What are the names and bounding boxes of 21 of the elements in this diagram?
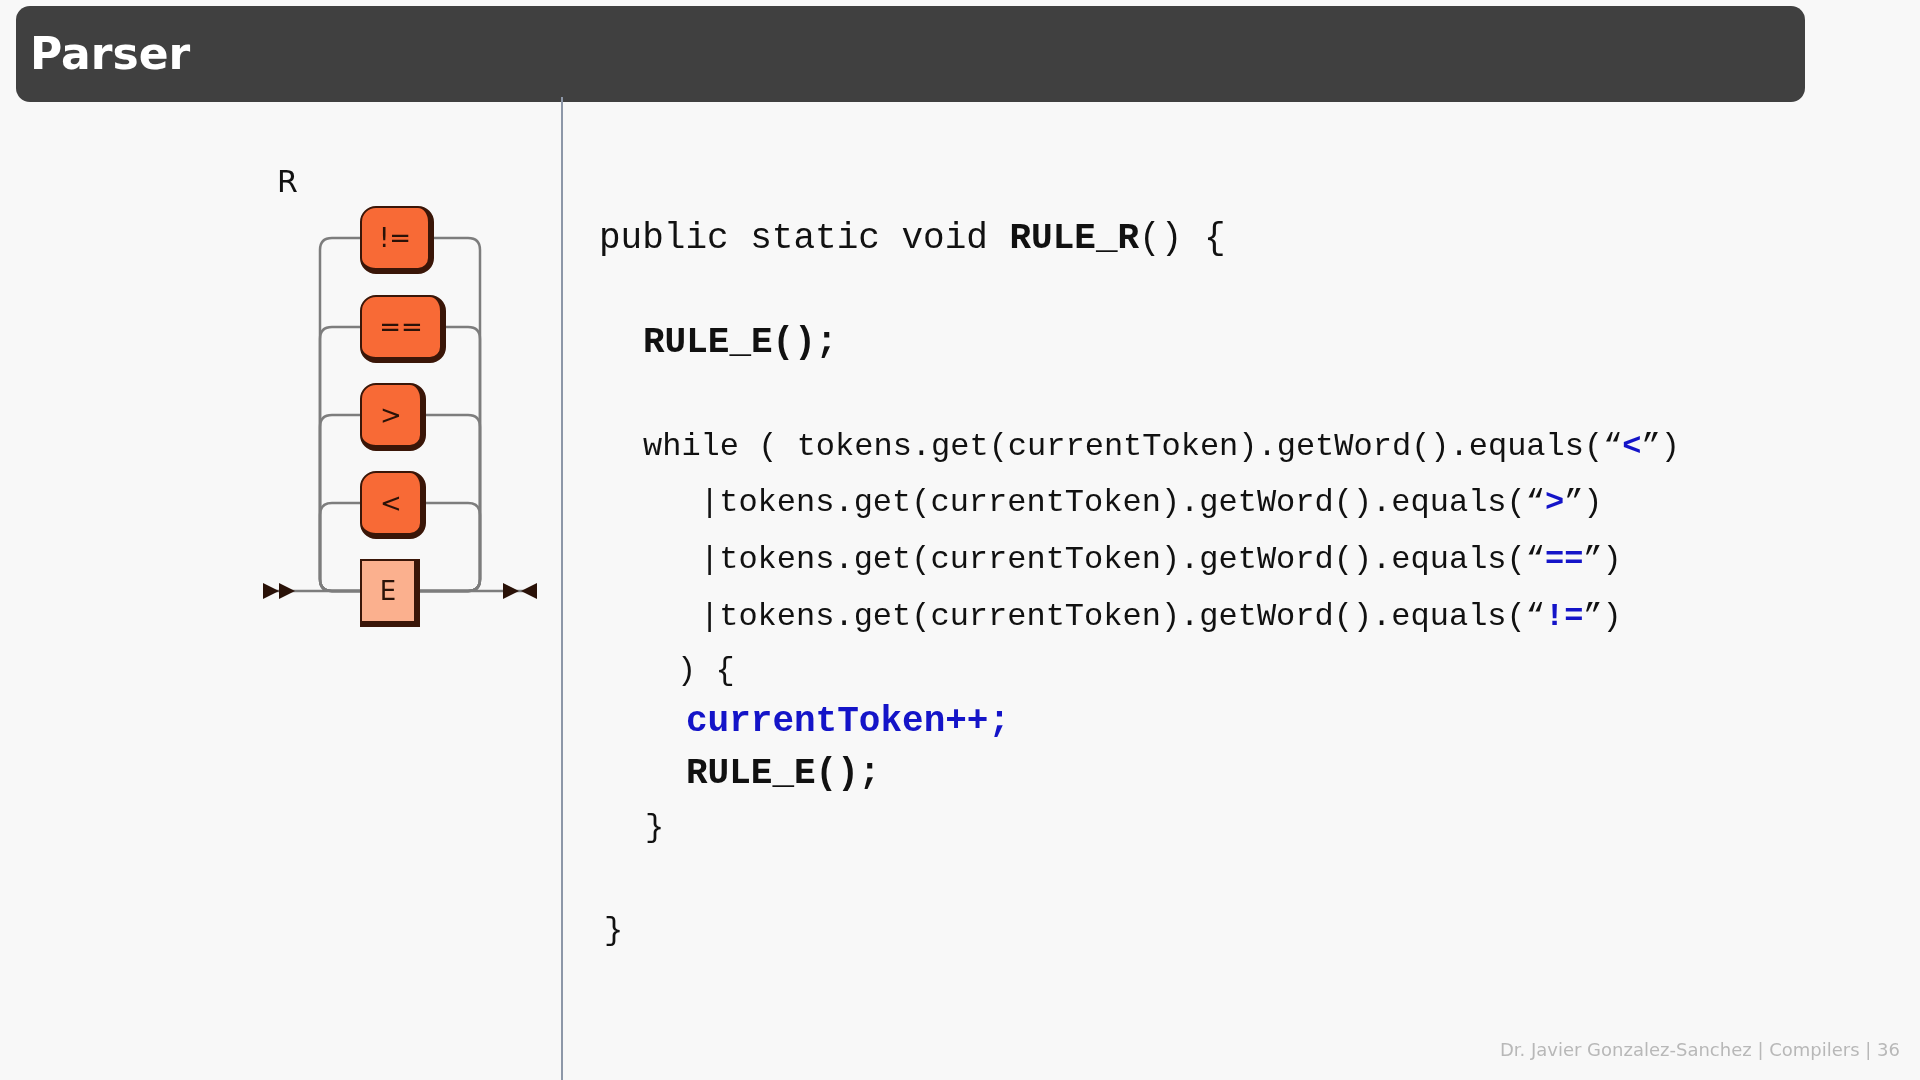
code-line: currentToken++; — [686, 700, 1011, 744]
rule-name: R — [277, 164, 298, 200]
code-line: public static void RULE_R() { — [599, 217, 1226, 261]
terminal-box: == — [360, 295, 446, 363]
code-line: |tokens.get(currentToken).getWord().equals(“>”) — [700, 483, 1603, 523]
exit-line — [420, 583, 537, 599]
slide-title: Parser — [30, 27, 191, 81]
footer-text: Dr. Javier Gonzalez-Sanchez | Compilers | 36 — [1499, 1039, 1900, 1061]
code-line: ) { — [677, 651, 735, 691]
nonterminal-box: E — [360, 559, 420, 627]
code-line: RULE_E(); — [643, 321, 838, 365]
code-line: |tokens.get(currentToken).getWord().equals(“==”) — [700, 540, 1622, 580]
terminal-box: > — [360, 383, 426, 451]
code-line: } — [604, 911, 624, 951]
code-line: |tokens.get(currentToken).getWord().equals(“!=”) — [700, 597, 1622, 637]
terminal-box: < — [360, 471, 426, 539]
rail-line — [318, 501, 360, 593]
terminal-box: != — [360, 206, 434, 274]
code-line: while ( tokens.get(currentToken).getWord().equals(“<”) — [643, 427, 1680, 467]
code-line: RULE_E(); — [686, 752, 881, 796]
code-line: } — [645, 808, 665, 848]
